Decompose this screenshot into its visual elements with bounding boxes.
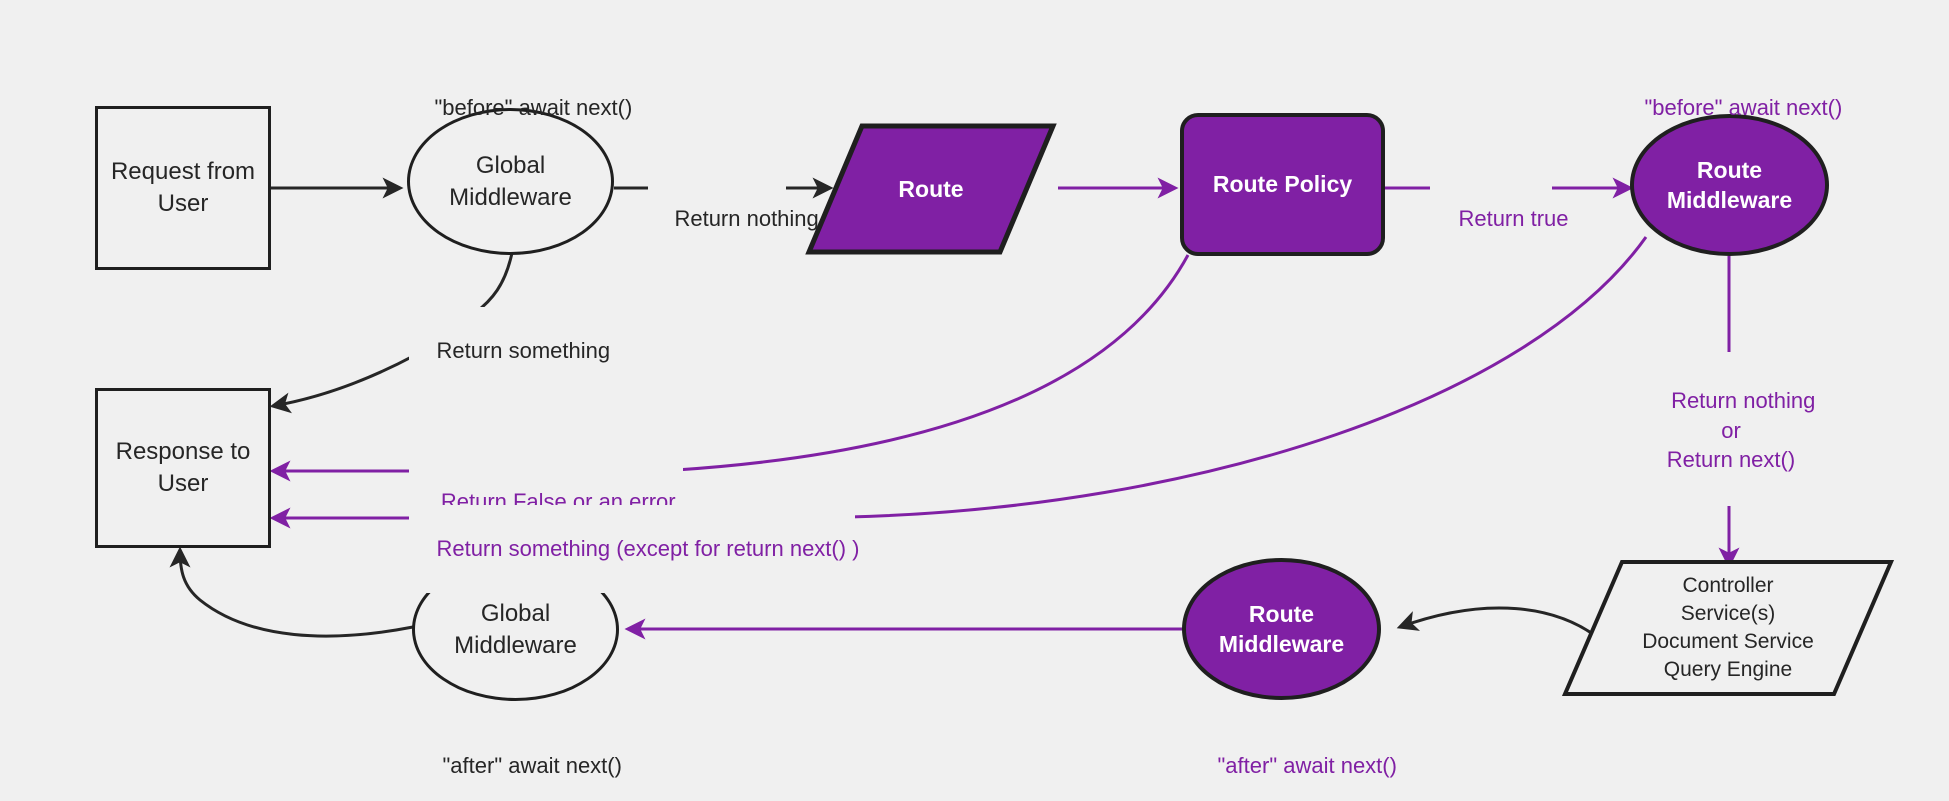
route-parallelogram-shape: [805, 123, 1057, 255]
edge-global-middleware-bottom-to-response: [169, 546, 414, 638]
edge-label-text: Return nothing: [674, 206, 819, 232]
node-request-from-user[interactable]: Request from User: [95, 106, 271, 270]
node-route-policy-label: Route Policy: [1212, 171, 1353, 198]
edge-label-text: Return nothing or Return next(): [1666, 388, 1816, 473]
node-request-from-user-label: Request from User: [110, 158, 256, 217]
edge-route-middleware-return-something-right: [848, 236, 1648, 519]
annotation-after-await-next-bottom-right: "after" await next(): [1185, 722, 1405, 801]
node-global-middleware-bottom-label: Global Middleware: [454, 599, 577, 659]
edge-label-return-nothing-or-next: Return nothing or Return next(): [1633, 355, 1829, 507]
edge-label-return-something-except-next: Return something (except for return next…: [409, 505, 860, 594]
node-route-policy[interactable]: Route Policy: [1180, 113, 1385, 256]
edge-label-text: Return something (except for return next…: [436, 536, 860, 562]
node-route[interactable]: Route: [805, 122, 1057, 256]
node-global-middleware-top[interactable]: Global Middleware: [407, 108, 614, 255]
edge-label-text: Return something: [436, 338, 611, 364]
annotation-text: "before" await next(): [1644, 95, 1843, 121]
edge-label-return-something: Return something: [409, 307, 610, 396]
node-response-to-user-label: Response to User: [115, 438, 251, 497]
edge-route-policy-return-false-right: [675, 254, 1190, 472]
node-global-middleware-top-label: Global Middleware: [449, 151, 572, 211]
annotation-text: "after" await next(): [442, 753, 622, 779]
edge-label-return-true: Return true: [1432, 175, 1569, 264]
edge-label-return-nothing: Return nothing: [648, 175, 819, 264]
annotation-before-await-next-top-left: "before" await next(): [410, 64, 633, 152]
annotation-after-await-next-bottom-left: "after" await next(): [410, 722, 630, 801]
node-controller[interactable]: Controller Service(s) Document Service Q…: [1561, 559, 1895, 697]
node-route-middleware-bottom[interactable]: Route Middleware: [1182, 558, 1381, 700]
node-response-to-user[interactable]: Response to User: [95, 388, 271, 548]
node-route-middleware-bottom-label: Route Middleware: [1218, 600, 1345, 657]
annotation-before-await-next-top-right: "before" await next(): [1620, 64, 1843, 152]
annotation-text: "before" await next(): [434, 95, 633, 121]
edge-global-middleware-return-something-upper: [474, 252, 514, 315]
annotation-text: "after" await next(): [1217, 753, 1397, 779]
node-route-middleware-top[interactable]: Route Middleware: [1630, 114, 1829, 256]
node-route-middleware-top-label: Route Middleware: [1666, 156, 1793, 213]
edge-label-text: Return true: [1458, 206, 1569, 232]
controller-parallelogram-shape: [1561, 560, 1895, 696]
